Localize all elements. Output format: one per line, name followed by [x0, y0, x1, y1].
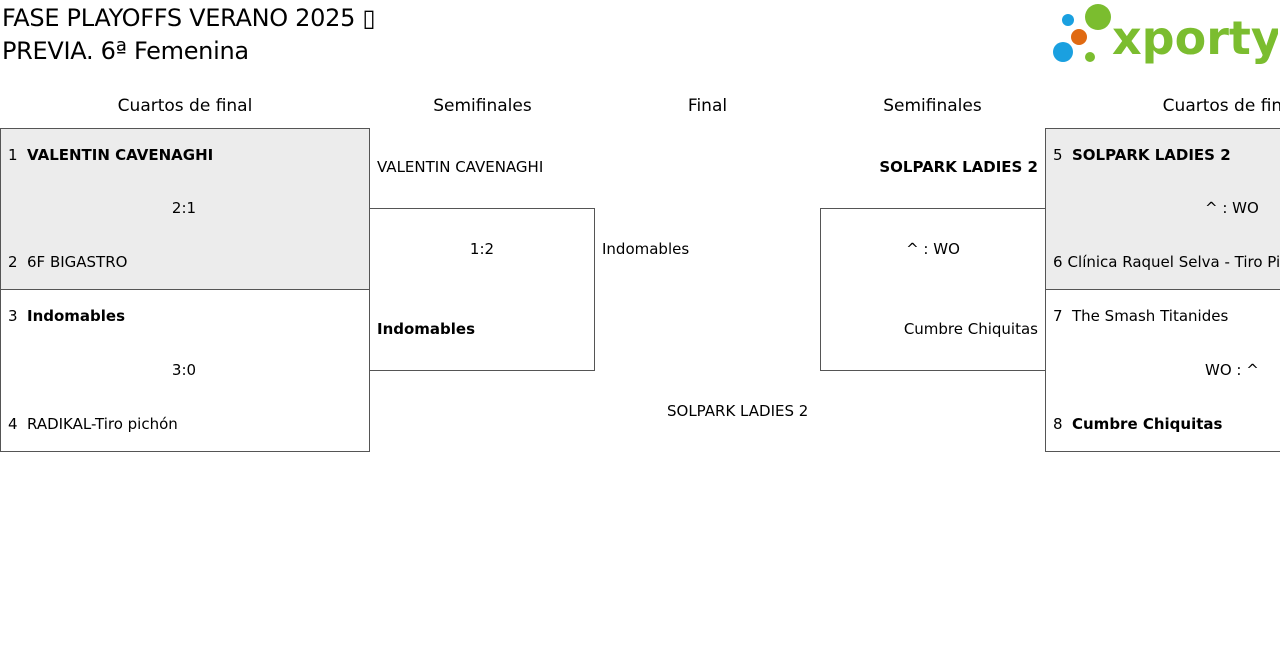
- team-seed: 6: [1053, 253, 1063, 271]
- semifinal-team[interactable]: Indomables: [377, 320, 476, 338]
- semifinal-team[interactable]: Cumbre Chiquitas: [903, 320, 1038, 338]
- team-seed: 7: [1053, 307, 1063, 325]
- qf-team-row[interactable]: 3 Indomables: [8, 307, 125, 325]
- qf-team-row[interactable]: 5 SOLPARK LADIES 2: [1053, 146, 1280, 164]
- right-semifinal-match[interactable]: [820, 208, 1046, 371]
- team-name: SOLPARK LADIES 2: [1072, 146, 1231, 164]
- qf-team-row[interactable]: 4 RADIKAL-Tiro pichón: [8, 415, 178, 433]
- match-score: ^ : WO: [1205, 199, 1259, 217]
- team-name: Clínica Raquel Selva - Tiro Pichón: [1067, 253, 1280, 271]
- page-subtitle: PREVIA. 6ª Femenina: [2, 37, 249, 65]
- column-header-right-quarterfinals: Cuartos de final: [1162, 96, 1280, 116]
- xporty-logo-icon: xporty: [1053, 4, 1278, 65]
- team-seed: 4: [8, 415, 18, 433]
- right-quarterfinal-match-2[interactable]: [1045, 289, 1280, 452]
- match-score: ^ : WO: [906, 240, 960, 258]
- team-name: Cumbre Chiquitas: [1072, 415, 1223, 433]
- column-header-left-quarterfinals: Cuartos de final: [117, 96, 253, 116]
- xporty-logo[interactable]: xporty: [1050, 4, 1278, 68]
- match-score: 3:0: [171, 361, 197, 379]
- team-seed: 3: [8, 307, 18, 325]
- team-name: VALENTIN CAVENAGHI: [27, 146, 214, 164]
- team-name: 6F BIGASTRO: [27, 253, 128, 271]
- column-header-final: Final: [687, 96, 728, 116]
- match-score: 2:1: [171, 199, 197, 217]
- qf-team-row[interactable]: 2 6F BIGASTRO: [8, 253, 127, 271]
- team-name: The Smash Titanides: [1072, 307, 1229, 325]
- team-name: Indomables: [27, 307, 126, 325]
- left-semifinal-match[interactable]: [369, 208, 595, 371]
- match-score: WO : ^: [1205, 361, 1259, 379]
- semifinal-team[interactable]: VALENTIN CAVENAGHI: [377, 158, 544, 176]
- column-header-left-semifinals: Semifinales: [433, 96, 532, 116]
- team-seed: 1: [8, 146, 18, 164]
- team-seed: 8: [1053, 415, 1063, 433]
- qf-team-row[interactable]: 7 The Smash Titanides: [1053, 307, 1280, 325]
- team-seed: 5: [1053, 146, 1063, 164]
- qf-team-row[interactable]: 6 Clínica Raquel Selva - Tiro Pichón: [1053, 253, 1280, 271]
- semifinal-team[interactable]: SOLPARK LADIES 2: [879, 158, 1038, 176]
- qf-team-row[interactable]: 1 VALENTIN CAVENAGHI: [8, 146, 213, 164]
- xporty-logo-text: xporty: [1112, 11, 1278, 65]
- column-header-right-semifinals: Semifinales: [883, 96, 982, 116]
- qf-team-row[interactable]: 8 Cumbre Chiquitas: [1053, 415, 1280, 433]
- team-name: RADIKAL-Tiro pichón: [27, 415, 178, 433]
- final-team[interactable]: Indomables: [602, 240, 690, 258]
- page-title: FASE PLAYOFFS VERANO 2025 ▯: [2, 4, 376, 32]
- final-team[interactable]: SOLPARK LADIES 2: [667, 402, 809, 420]
- match-score: 1:2: [469, 240, 495, 258]
- left-quarterfinal-match-1[interactable]: [0, 128, 370, 290]
- team-seed: 2: [8, 253, 18, 271]
- right-quarterfinal-match-1[interactable]: [1045, 128, 1280, 290]
